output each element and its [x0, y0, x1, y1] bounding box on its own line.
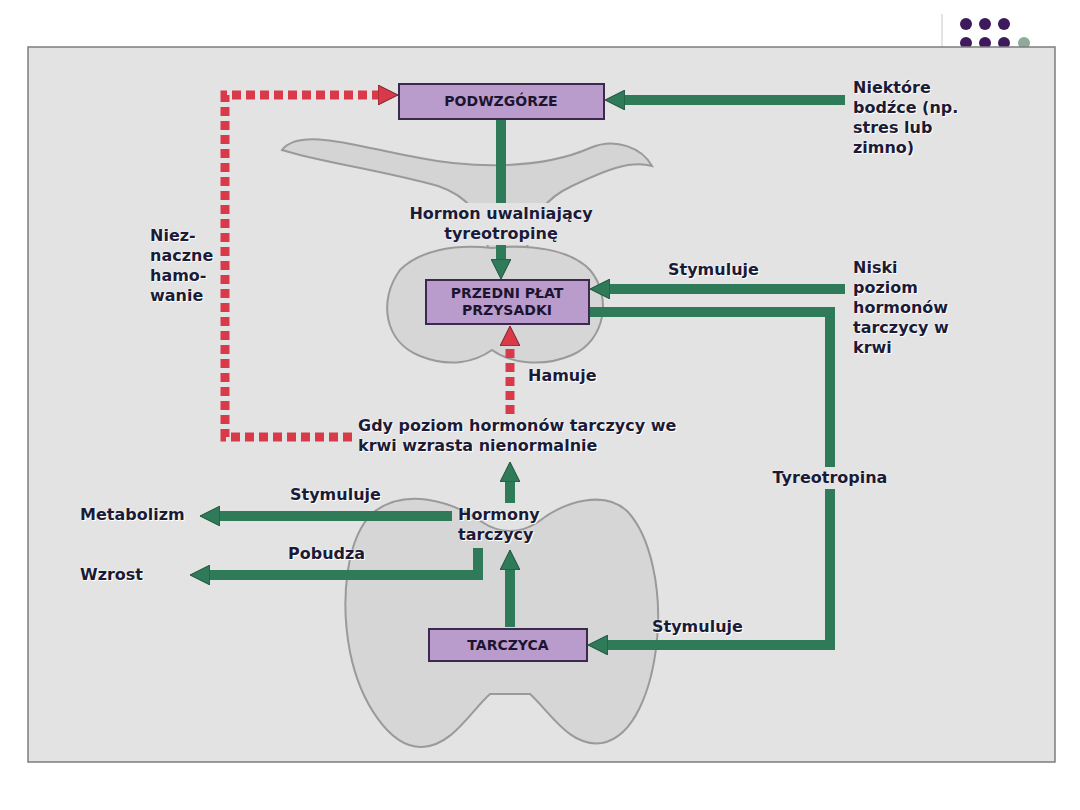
annotation-label: Hamuje — [528, 366, 628, 386]
box-label: PRZEDNI PŁAT PRZYSADKI — [435, 285, 580, 319]
edge-label: Tyreotropina — [769, 467, 892, 489]
annotation-label: Pobudza — [288, 544, 398, 564]
annotation-label: Stymuluje — [290, 485, 410, 505]
annotation-label: Metabolizm — [80, 505, 210, 525]
pituitary-gland — [387, 247, 603, 363]
annotation-label: Stymuluje — [652, 617, 772, 637]
annotation-label: Hormony tarczycy — [458, 505, 568, 545]
low-level-arrow — [606, 284, 845, 294]
annotation-label: Stymuluje — [668, 260, 778, 280]
hypothalamus-box: PODWZGÓRZE — [398, 83, 605, 120]
weak-inhibition-arrow — [225, 95, 382, 437]
thyroid-gland — [345, 499, 658, 747]
thyroid-box: TARCZYCA — [428, 628, 588, 662]
annotation-label: Niektóre bodźce (np. stres lub zimno) — [853, 78, 963, 158]
box-label: PODWZGÓRZE — [444, 93, 557, 110]
inhibition-arrow — [506, 342, 515, 414]
brain-stalk — [282, 139, 652, 248]
hormone-rise-arrow — [505, 478, 515, 503]
metabolism-arrow — [216, 511, 452, 521]
annotation-label: Niez- naczne hamo- wanie — [150, 226, 212, 306]
pituitary-box: PRZEDNI PŁAT PRZYSADKI — [425, 279, 590, 325]
stimulus-arrow — [621, 95, 845, 105]
secretion-arrow — [505, 566, 515, 627]
figure-panel — [28, 47, 1055, 762]
annotation-label: Gdy poziom hormonów tarczycy we krwi wzr… — [358, 416, 678, 456]
edge-label: Hormon uwalniający tyreotropinę — [392, 203, 610, 245]
box-label: TARCZYCA — [467, 637, 548, 654]
annotation-label: Niski poziom hormonów tarczycy w krwi — [853, 258, 965, 358]
annotation-label: Wzrost — [80, 565, 190, 585]
